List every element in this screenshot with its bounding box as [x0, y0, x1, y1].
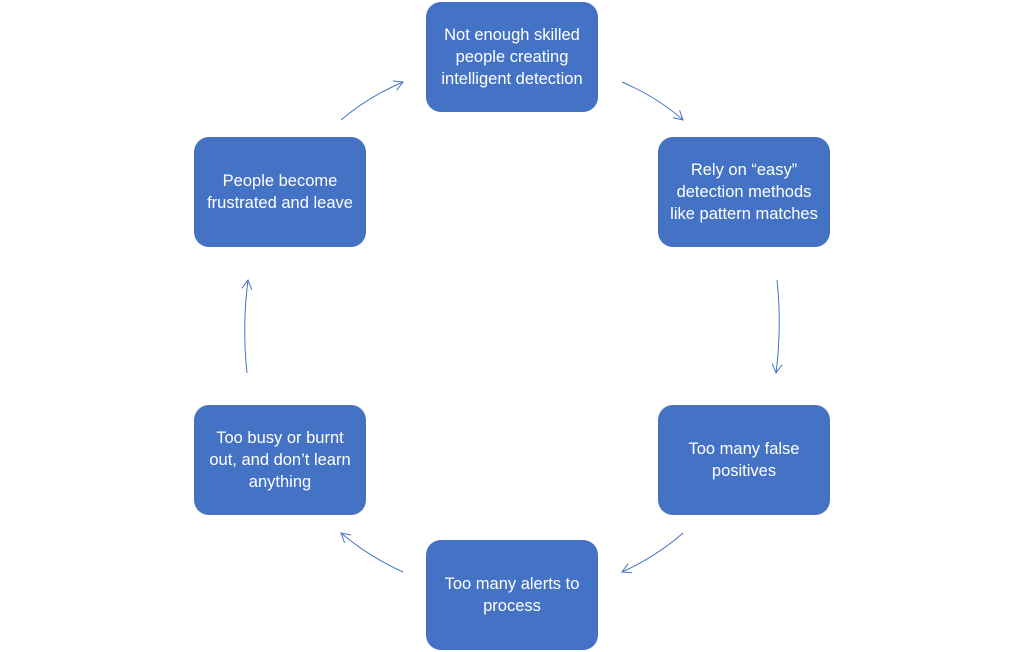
arrow-5-to-6: [241, 278, 253, 374]
node-not-enough-skilled-people: Not enough skilled people creating intel…: [426, 2, 598, 112]
node-too-busy-or-burnt-out: Too busy or burnt out, and don’t learn a…: [194, 405, 366, 515]
node-label: Too busy or burnt out, and don’t learn a…: [209, 429, 351, 491]
arrow-1-to-2: [621, 81, 684, 121]
node-people-frustrated-leave: People become frustrated and leave: [194, 137, 366, 247]
node-label: Too many alerts to process: [444, 575, 580, 615]
arrow-6-to-1: [340, 80, 404, 121]
node-too-many-alerts: Too many alerts to process: [426, 540, 598, 650]
node-label: Not enough skilled people creating intel…: [441, 26, 583, 88]
arrow-3-to-4: [621, 532, 684, 574]
arrow-4-to-5: [340, 532, 404, 573]
node-label: Too many false positives: [688, 440, 800, 480]
node-label: Rely on “easy” detection methods like pa…: [670, 161, 818, 223]
node-label: People become frustrated and leave: [207, 172, 353, 212]
node-rely-on-easy-detection: Rely on “easy” detection methods like pa…: [658, 137, 830, 247]
node-too-many-false-positives: Too many false positives: [658, 405, 830, 515]
arrow-2-to-3: [771, 279, 783, 375]
